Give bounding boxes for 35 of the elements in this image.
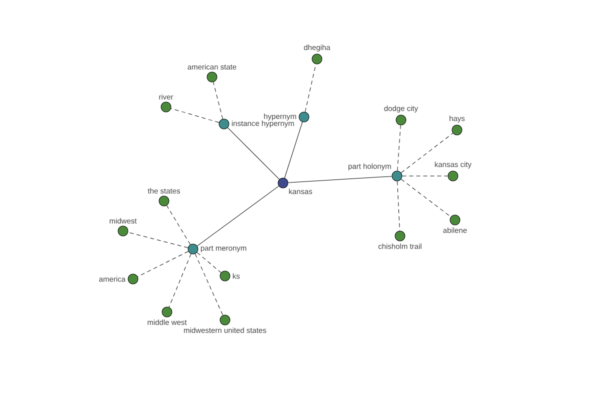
edge-line: [213, 82, 223, 120]
edge-line: [196, 186, 280, 246]
edge-line: [194, 254, 224, 316]
graph-node: [394, 230, 406, 242]
edge-line: [170, 108, 220, 123]
graph-node: [278, 178, 288, 188]
graph-node: [128, 274, 138, 284]
graph-node: [220, 270, 230, 282]
edge-line: [397, 125, 401, 172]
graph-node: [452, 124, 462, 136]
graph-node: [206, 72, 218, 82]
edge-line: [137, 251, 189, 277]
edge-line: [284, 122, 303, 178]
graph-node: [220, 314, 230, 326]
graph-node: [162, 306, 172, 318]
graph-node: [118, 226, 128, 236]
graph-node: [218, 118, 230, 130]
edge-line: [400, 178, 452, 218]
graph-node: [160, 102, 172, 112]
edge-line: [227, 127, 280, 180]
edge-line: [400, 132, 454, 174]
graph-node: [392, 170, 402, 182]
graph-node: [448, 170, 458, 182]
edge-line: [168, 254, 192, 308]
graph-node: [450, 214, 460, 226]
graph-node: [396, 114, 406, 126]
graph-node: [312, 54, 322, 64]
edge-line: [397, 181, 400, 231]
graph-node: [158, 196, 170, 206]
graph-node: [188, 244, 198, 254]
edge-line: [196, 252, 222, 273]
edge-line: [128, 232, 188, 248]
edge-line: [166, 205, 191, 245]
edge-line: [288, 176, 392, 183]
graph-node: [298, 112, 310, 122]
